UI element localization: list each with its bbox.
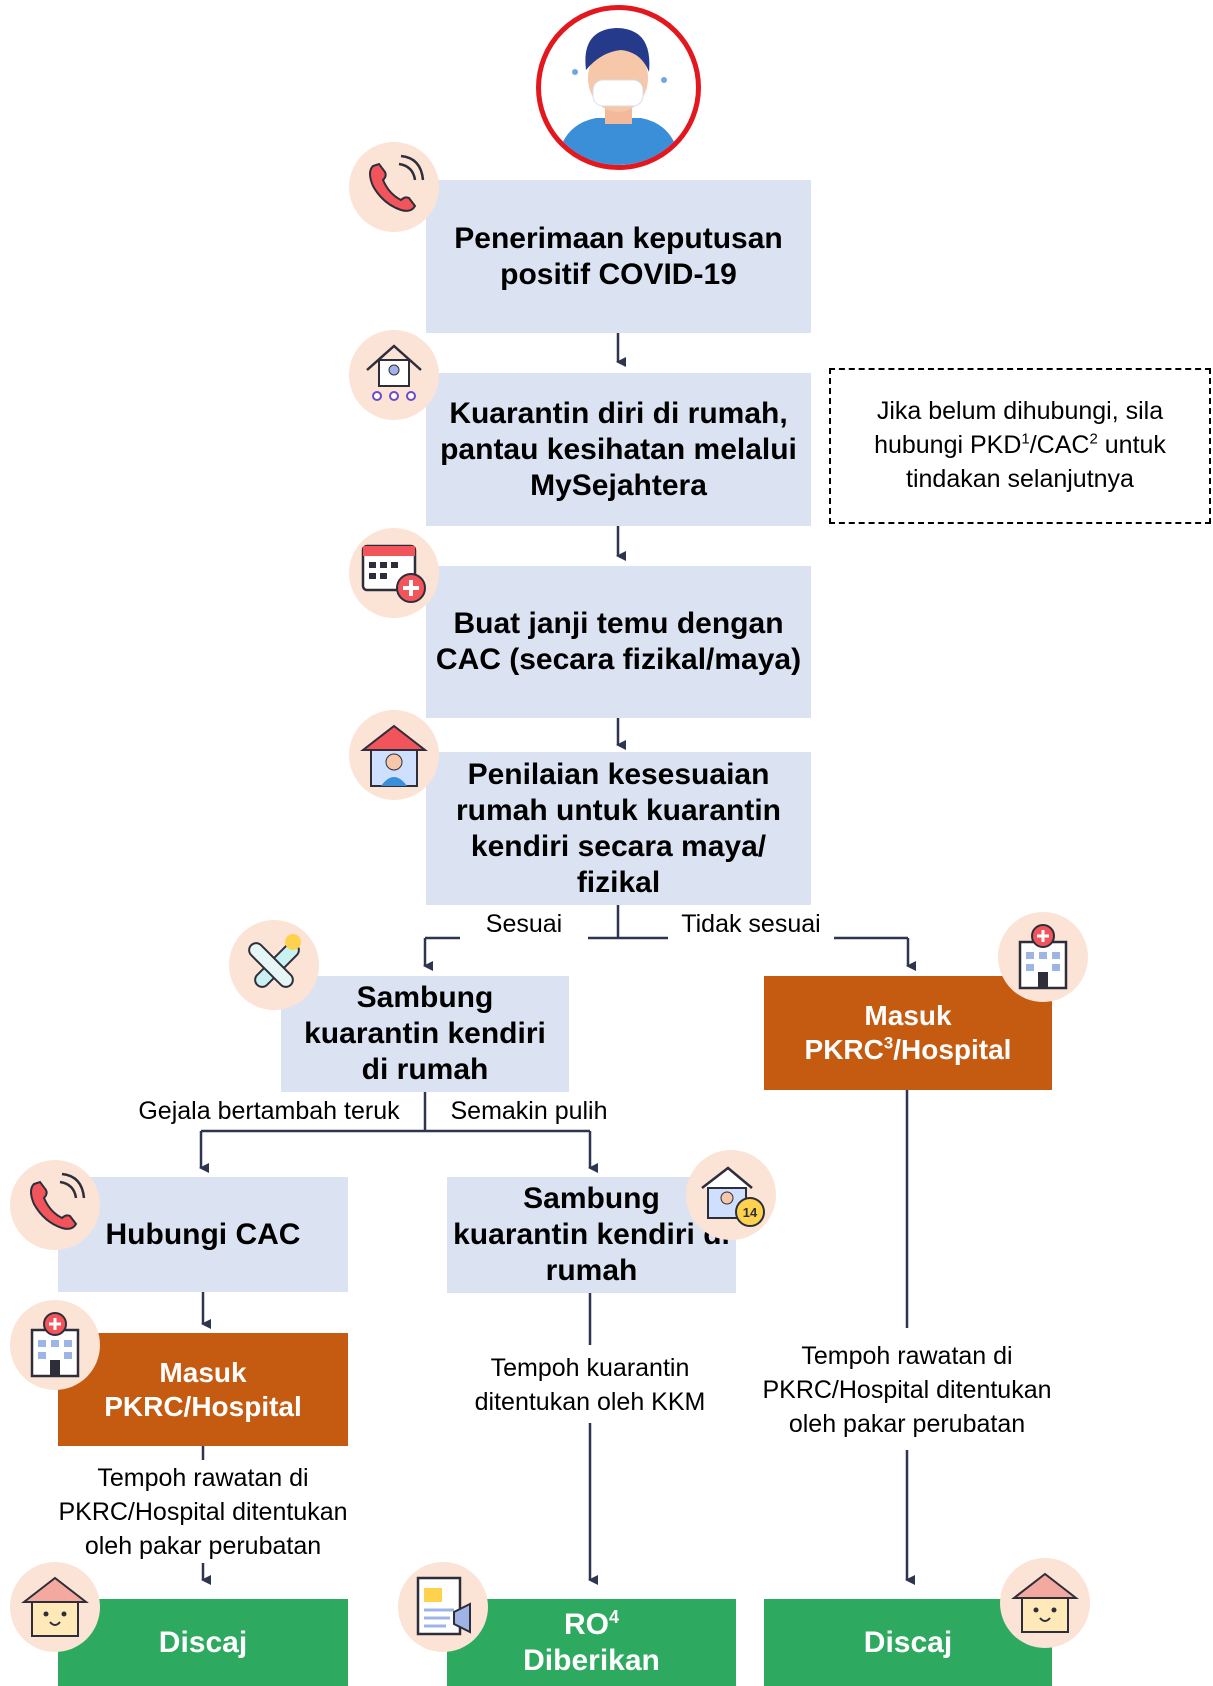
phone-call-icon (349, 142, 439, 232)
calendar-medical-icon (349, 528, 439, 618)
step-home-quarantine: Kuarantin diri di rumah, pantau kesihata… (426, 373, 811, 526)
step-positive-result: Penerimaan keputusan positif COVID-19 (426, 180, 811, 333)
document-megaphone-icon (398, 1562, 488, 1652)
step-admit-pkrc-left: Masuk PKRC/Hospital (58, 1333, 348, 1446)
footnote-3: 3 (883, 1033, 894, 1053)
note-line-1: Jika belum dihubungi, sila (876, 397, 1164, 426)
happy-house-icon (10, 1562, 100, 1652)
branch-recovering: Semakin pulih (450, 1097, 608, 1125)
masked-person-avatar (536, 5, 701, 170)
note-line-2: hubungi PKD1/CAC2 untuk (874, 430, 1166, 460)
duration-left: Tempoh rawatan di PKRC/Hospital ditentuk… (38, 1462, 368, 1564)
step-call-cac: Hubungi CAC (58, 1177, 348, 1292)
admit-label-prefix: Masuk PKRC (804, 1000, 952, 1065)
step-discharge-left: Discaj (58, 1599, 348, 1686)
hospital-icon (998, 912, 1088, 1002)
phone-call-icon (10, 1160, 100, 1250)
branch-not-suitable: Tidak sesuai (668, 908, 834, 942)
ro-given-label: Diberikan (523, 1643, 660, 1677)
house-person-icon (349, 710, 439, 800)
ro-label: RO (563, 1607, 609, 1641)
contact-note: Jika belum dihubungi, sila hubungi PKD1/… (829, 368, 1211, 524)
branch-suitable: Sesuai (460, 908, 588, 942)
branch-worsening: Gejala bertambah teruk (138, 1097, 400, 1125)
step-continue-quarantine-middle: Sambung kuarantin kendiri di rumah (447, 1177, 736, 1293)
duration-right: Tempoh rawatan di PKRC/Hospital ditentuk… (737, 1340, 1077, 1442)
note-line-3: tindakan selanjutnya (906, 464, 1134, 493)
svg-text:14: 14 (743, 1205, 758, 1220)
step-continue-quarantine-left: Sambung kuarantin kendiri di rumah (281, 976, 569, 1092)
step-cac-appointment: Buat janji temu dengan CAC (secara fizik… (426, 566, 811, 718)
house-14-days-icon: 14 (686, 1150, 776, 1240)
footnote-4: 4 (608, 1606, 619, 1627)
step-home-assessment: Penilaian kesesuaian rumah untuk kuarant… (426, 752, 811, 905)
thermometer-icon (229, 920, 319, 1010)
home-monitoring-icon (349, 330, 439, 420)
duration-middle: Tempoh kuarantin ditentukan oleh KKM (452, 1352, 728, 1420)
step-admit-pkrc-right: Masuk PKRC3/Hospital (764, 976, 1052, 1090)
happy-house-icon (1000, 1558, 1090, 1648)
admit-label-suffix: /Hospital (893, 1034, 1012, 1065)
hospital-icon (10, 1300, 100, 1390)
